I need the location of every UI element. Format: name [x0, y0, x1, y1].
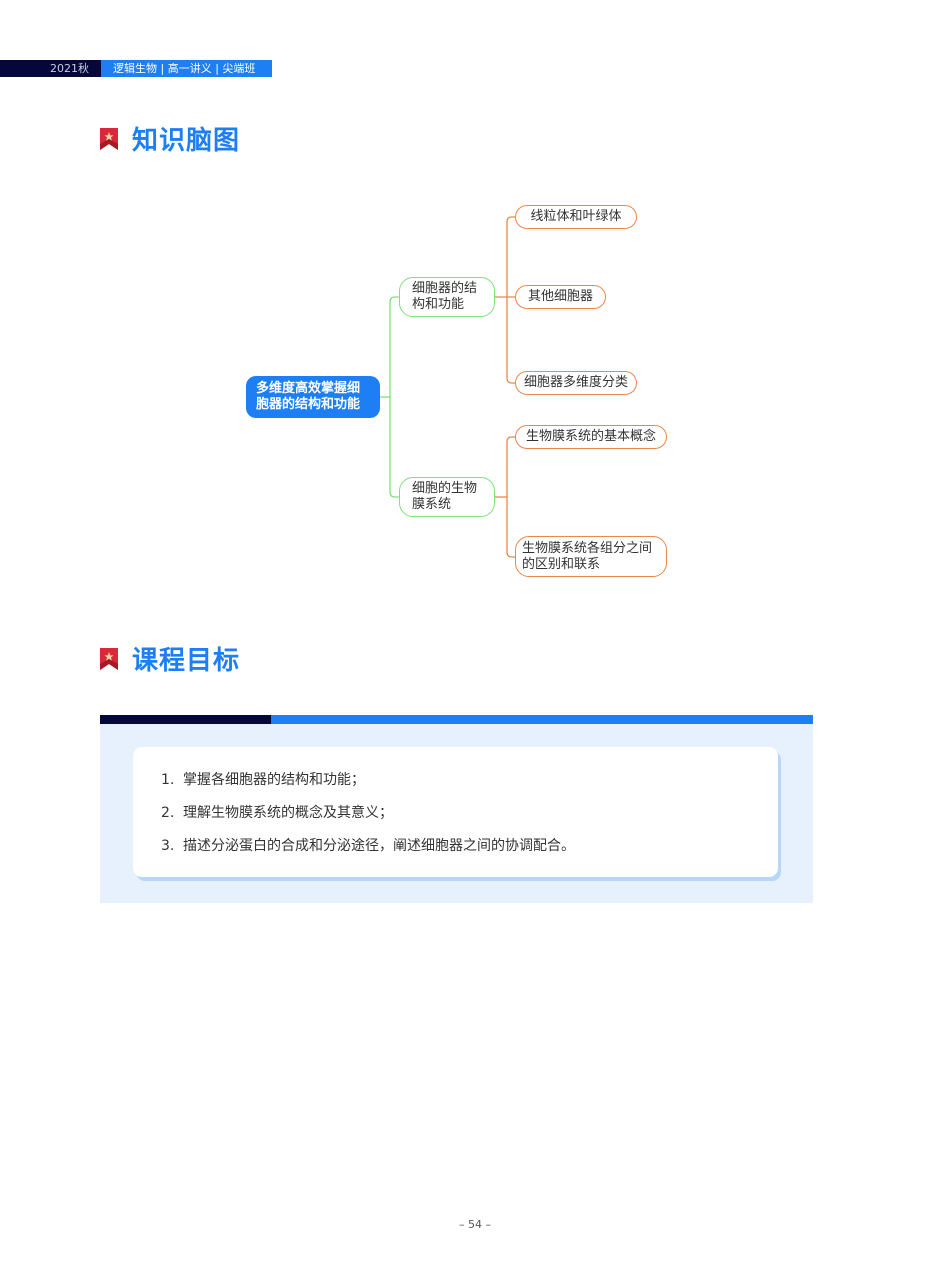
- leaf-line-2: 的区别和联系: [522, 556, 601, 572]
- mind-map-branch-membrane-system: 细胞的生物 膜系统: [399, 477, 495, 517]
- branch-line-2: 构和功能: [412, 297, 465, 312]
- objective-number: 3.: [161, 838, 175, 854]
- mind-map-leaf: 线粒体和叶绿体: [515, 205, 637, 229]
- branch-line-2: 膜系统: [412, 497, 452, 512]
- running-header: 2021秋 逻辑生物 | 高一讲义 | 尖端班: [0, 60, 272, 77]
- branch-line-1: 细胞的生物: [412, 481, 478, 496]
- mind-map-leaf: 其他细胞器: [515, 285, 606, 309]
- objective-text: 理解生物膜系统的概念及其意义；: [183, 805, 393, 821]
- branch-line-1: 细胞器的结: [412, 281, 478, 296]
- root-line-1: 多维度高效掌握细: [256, 381, 361, 396]
- leaf-label: 线粒体和叶绿体: [530, 209, 622, 224]
- mind-map-connectors: [380, 216, 515, 558]
- bar-dark-segment: [100, 715, 271, 724]
- objectives-top-bar: [100, 715, 813, 724]
- mind-map-leaf: 生物膜系统各组分之间 的区别和联系: [515, 536, 667, 577]
- mind-map-branch-organelles: 细胞器的结 构和功能: [399, 277, 495, 317]
- section-title-objectives: 课程目标: [100, 640, 240, 677]
- objective-number: 1.: [161, 772, 175, 788]
- mind-map-root: 多维度高效掌握细 胞器的结构和功能: [246, 376, 380, 418]
- page-number: – 54 –: [459, 1218, 491, 1231]
- mind-map-leaf: 生物膜系统的基本概念: [515, 425, 667, 449]
- leaf-line-1: 生物膜系统各组分之间: [522, 540, 653, 556]
- objective-text: 掌握各细胞器的结构和功能；: [183, 772, 365, 788]
- objective-number: 2.: [161, 805, 175, 821]
- objectives-card: 1. 掌握各细胞器的结构和功能； 2. 理解生物膜系统的概念及其意义； 3. 描述分泌…: [133, 747, 778, 877]
- objective-item: 1. 掌握各细胞器的结构和功能；: [161, 772, 778, 788]
- term-label: 2021秋: [0, 60, 101, 77]
- mind-map-leaf: 细胞器多维度分类: [515, 371, 637, 395]
- leaf-label: 生物膜系统的基本概念: [525, 429, 656, 444]
- bar-blue-segment: [271, 715, 813, 724]
- section-title-text: 课程目标: [132, 646, 241, 676]
- leaf-label: 其他细胞器: [527, 289, 593, 304]
- objective-item: 3. 描述分泌蛋白的合成和分泌途径，阐述细胞器之间的协调配合。: [161, 838, 778, 854]
- mind-map: 多维度高效掌握细 胞器的结构和功能 细胞器的结 构和功能 细胞的生物 膜系统 线…: [0, 0, 950, 620]
- bookmark-star-icon: [100, 647, 118, 670]
- root-line-2: 胞器的结构和功能: [256, 397, 361, 412]
- section-title-text: 知识脑图: [132, 126, 241, 156]
- bookmark-star-icon: [100, 127, 118, 150]
- leaf-label: 细胞器多维度分类: [523, 375, 628, 390]
- course-label: 逻辑生物 | 高一讲义 | 尖端班: [101, 60, 272, 77]
- objective-text: 描述分泌蛋白的合成和分泌途径，阐述细胞器之间的协调配合。: [183, 838, 575, 854]
- objective-item: 2. 理解生物膜系统的概念及其意义；: [161, 805, 778, 821]
- section-title-mind-map: 知识脑图: [100, 120, 240, 157]
